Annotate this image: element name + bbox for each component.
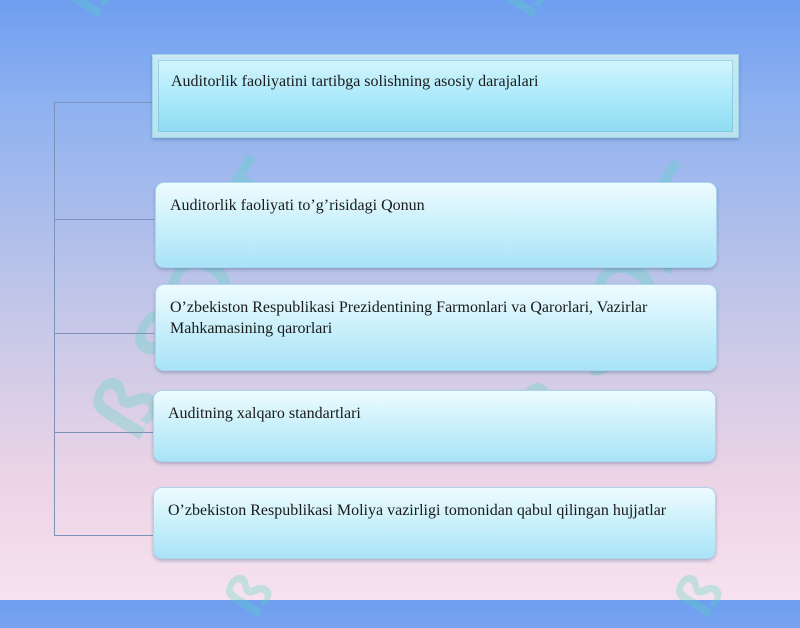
connector-line-header [54,102,154,103]
soft-watermark-logo: ß [660,561,737,628]
soft-watermark-logo: ß [49,0,127,28]
diagram-header-text: Auditorlik faoliyatini tartibga solishni… [171,73,539,90]
diagram-item-text: Auditorlik faoliyati to’g’risidagi Qonun [170,197,425,214]
connector-line-item-1 [54,219,154,220]
connector-line-item-4 [54,535,154,536]
diagram-item-text: O’zbekiston Respublikasi Moliya vazirlig… [168,502,667,519]
diagram-item-text: O’zbekiston Respublikasi Prezidentining … [170,299,648,337]
diagram-item-box: Auditning xalqaro standartlari [153,390,716,462]
diagram-item-text: Auditning xalqaro standartlari [168,405,361,422]
connector-line-item-2 [54,333,154,334]
diagram-header-box: Auditorlik faoliyatini tartibga solishni… [152,54,739,138]
soft-watermark-logo: ß [484,0,562,28]
soft-watermark-logo: ß [210,561,287,628]
diagram-item-box: O’zbekiston Respublikasi Moliya vazirlig… [153,487,716,559]
connector-vertical-line [54,102,55,535]
diagram-item-box: Auditorlik faoliyati to’g’risidagi Qonun [155,182,717,268]
diagram-item-box: O’zbekiston Respublikasi Prezidentining … [155,284,717,371]
connector-line-item-3 [54,432,154,433]
